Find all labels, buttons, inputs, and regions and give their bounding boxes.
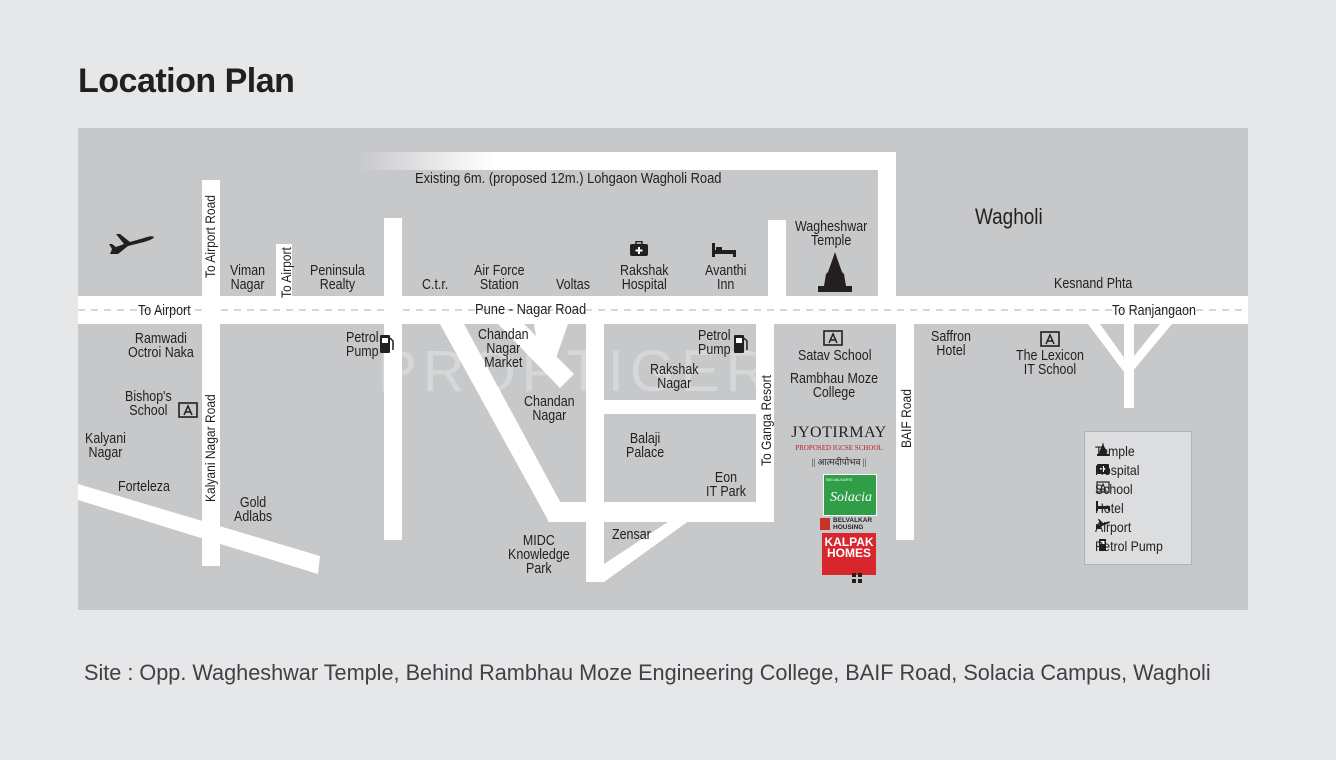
- airport-icon: [109, 234, 154, 254]
- legend-school: School: [1095, 480, 1138, 498]
- hotel-icon: [1096, 501, 1110, 511]
- jyotirmay-logo: JYOTIRMAY PROPOSED IGCSE SCHOOL || आत्मद…: [784, 424, 894, 468]
- hospital-icon: [630, 241, 648, 256]
- voltas-label: Voltas: [556, 277, 590, 293]
- petrol-pump-icon: [734, 335, 748, 353]
- kalpak-homes-logo: KALPAK HOMES: [822, 533, 876, 575]
- lexicon-label: The Lexicon IT School: [1016, 348, 1084, 378]
- legend-label: School: [1095, 481, 1133, 497]
- solacia-logo: BELVALKAR'S Solacia: [823, 474, 877, 516]
- wagheshwar-temple-label: Wagheshwar Temple: [795, 219, 868, 249]
- jyotirmay-motto: || आत्मदीपोभव ||: [811, 457, 867, 467]
- forteleza-label: Forteleza: [118, 479, 170, 495]
- page-title: Location Plan: [78, 62, 295, 100]
- air-force-station-label: Air Force Station: [474, 263, 525, 293]
- saffron-hotel-label: Saffron Hotel: [931, 329, 971, 359]
- legend-hotel: Hotel: [1095, 499, 1128, 517]
- ganga-resort-road-label: To Ganga Resort: [758, 374, 774, 466]
- jyotirmay-title: JYOTIRMAY: [791, 424, 887, 441]
- airport-icon: [1096, 519, 1110, 529]
- chandan-nagar-market-label: Chandan Nagar Market: [478, 327, 529, 371]
- belvalkar-mark: [820, 518, 830, 530]
- school-icon: [1096, 481, 1110, 493]
- to-airport-label: To Airport: [138, 303, 191, 319]
- kalpak-text: KALPAK HOMES: [824, 535, 874, 560]
- watermark: PROPTIGER: [378, 339, 774, 404]
- legend-temple: Temple: [1095, 442, 1140, 460]
- bishops-school-label: Bishop's School: [125, 389, 172, 419]
- petrol-pump-icon: [380, 335, 394, 353]
- petrol-pump-label-1: Petrol Pump: [346, 330, 379, 360]
- site-address: Site : Opp. Wagheshwar Temple, Behind Ra…: [84, 660, 1211, 685]
- ramwadi-label: Ramwadi Octroi Naka: [128, 331, 194, 361]
- lohgaon-wagholi-road-label: Existing 6m. (proposed 12m.) Lohgaon Wag…: [415, 170, 722, 187]
- balaji-palace-label: Balaji Palace: [626, 431, 665, 461]
- legend-label: Petrol Pump: [1095, 538, 1163, 554]
- rakshak-hospital-label: Rakshak Hospital: [620, 263, 669, 293]
- site-marker-icon: [852, 573, 862, 583]
- baif-road-label: BAIF Road: [898, 389, 914, 448]
- rakshak-nagar-label: Rakshak Nagar: [650, 362, 699, 392]
- hotel-icon: [712, 243, 736, 257]
- location-map: PROPTIGER Existing 6m. (proposed 12m.) L…: [78, 128, 1248, 610]
- legend-petrol-pump: Petrol Pump: [1095, 537, 1172, 555]
- gold-adlabs-label: Gold Adlabs: [234, 495, 273, 525]
- legend-label: Hotel: [1095, 500, 1124, 516]
- airport-road: [202, 180, 220, 566]
- temple-icon: [1097, 442, 1109, 456]
- petrol-pump-label-2: Petrol Pump: [698, 328, 731, 358]
- eon-it-park-label: Eon IT Park: [706, 470, 746, 500]
- jyotirmay-subtitle: PROPOSED IGCSE SCHOOL: [795, 444, 883, 452]
- chandan-nagar-label: Chandan Nagar: [524, 394, 575, 424]
- legend-airport: Airport: [1095, 518, 1136, 536]
- zensar-label: Zensar: [612, 527, 651, 543]
- solacia-top: BELVALKAR'S: [826, 477, 853, 482]
- to-airport-road-label: To Airport: [278, 247, 294, 298]
- legend-label: Temple: [1095, 443, 1135, 459]
- to-ranjangaon-label: To Ranjangaon: [1112, 303, 1196, 319]
- school-icon: [1040, 331, 1060, 347]
- belvalkar-housing-logo: BELVALKAR HOUSING: [820, 517, 880, 532]
- satav-school-label: Satav School: [798, 348, 872, 364]
- legend-hospital: Hospital: [1095, 461, 1146, 479]
- petrol-pump-icon: [1099, 539, 1106, 551]
- kesnand-phta-label: Kesnand Phta: [1054, 276, 1133, 292]
- ganga-resort-road: [756, 324, 774, 520]
- peninsula-realty-label: Peninsula Realty: [310, 263, 365, 293]
- pune-nagar-road-label: Pune - Nagar Road: [475, 301, 587, 318]
- kalyani-nagar-label: Kalyani Nagar: [85, 431, 126, 461]
- temple-icon: [818, 252, 852, 292]
- belvalkar-text: BELVALKAR HOUSING: [833, 517, 873, 531]
- airport-road-label: To Airport Road: [202, 195, 218, 278]
- rambhau-moze-label: Rambhau Moze College: [790, 371, 879, 401]
- wagholi-label: Wagholi: [975, 204, 1043, 229]
- midc-label: MIDC Knowledge Park: [508, 533, 570, 577]
- viman-nagar-label: Viman Nagar: [230, 263, 266, 293]
- avanthi-inn-label: Avanthi Inn: [705, 263, 747, 293]
- lohgaon-wagholi-road: [358, 152, 896, 170]
- legend-label: Hospital: [1095, 462, 1140, 478]
- solacia-text: Solacia: [830, 490, 872, 505]
- map-legend: Temple Hospital School Hotel Airport Pet…: [1084, 431, 1192, 565]
- hospital-icon: [1097, 464, 1109, 474]
- kalyani-nagar-road-label: Kalyani Nagar Road: [202, 394, 218, 502]
- ctr-label: C.t.r.: [422, 277, 449, 293]
- school-icon: [823, 330, 843, 346]
- road-network: [78, 152, 1248, 582]
- baif-road: [896, 324, 914, 540]
- school-icon: [178, 402, 198, 418]
- legend-label: Airport: [1095, 519, 1132, 535]
